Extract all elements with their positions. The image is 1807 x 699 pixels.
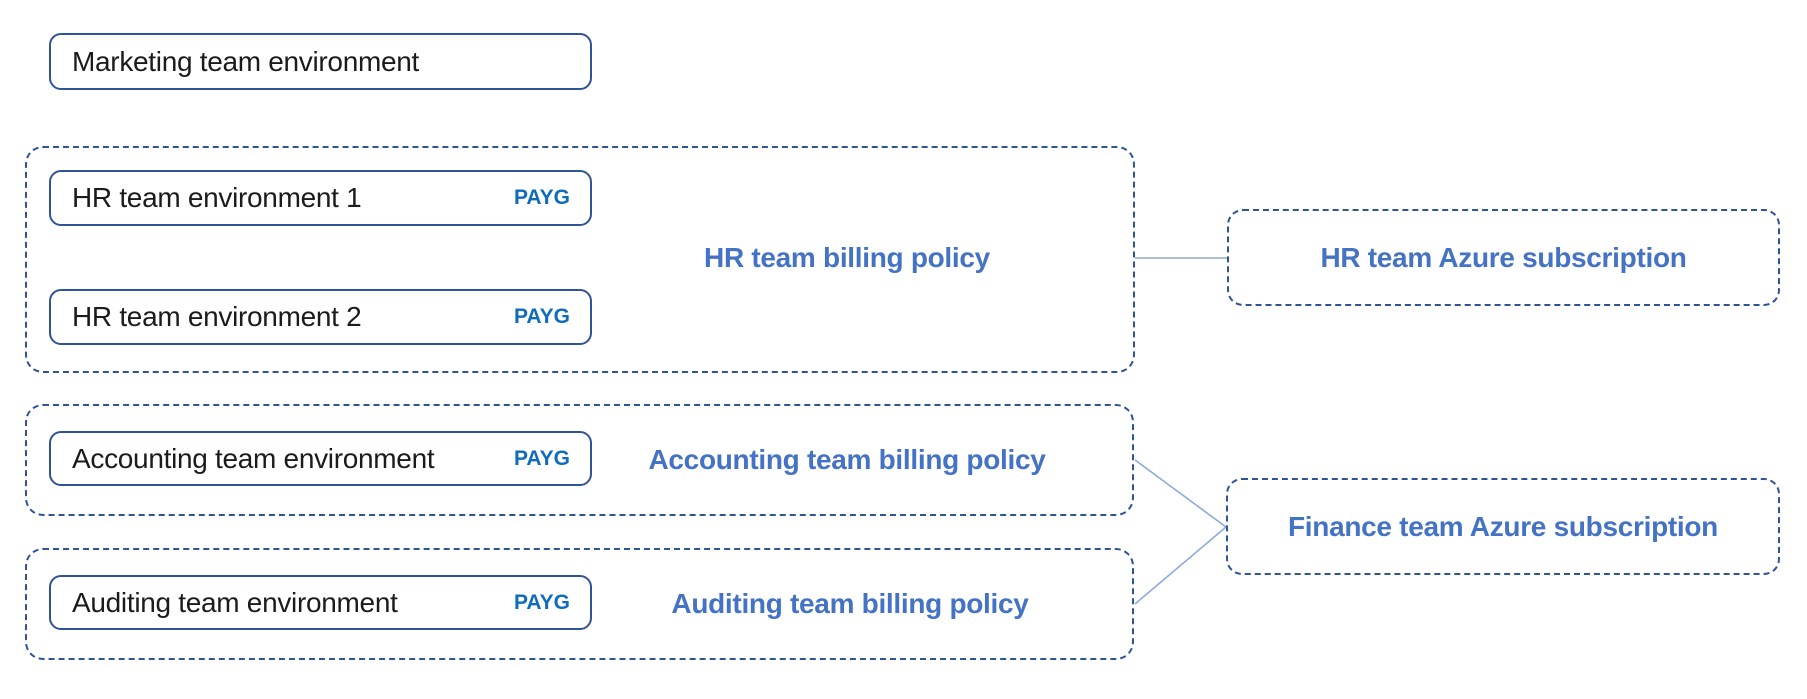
auditing-environment-box: Auditing team environment PAYG	[49, 575, 592, 630]
hr-environment-2-payg-badge: PAYG	[513, 305, 570, 328]
finance-azure-subscription-label: Finance team Azure subscription	[1288, 510, 1718, 542]
connector-accounting-policy-to-finance	[1134, 459, 1227, 528]
connector-auditing-policy-to-finance	[1134, 526, 1227, 605]
accounting-billing-policy-container	[25, 404, 1134, 516]
accounting-billing-policy-label: Accounting team billing policy	[648, 444, 1046, 475]
hr-environment-2-label: HR team environment 2	[72, 301, 362, 332]
auditing-environment-payg-badge: PAYG	[513, 590, 570, 614]
auditing-environment-label: Auditing team environment	[72, 586, 398, 618]
accounting-environment-box: Accounting team environment PAYG	[49, 431, 592, 486]
accounting-environment-label: Accounting team environment	[72, 442, 435, 474]
marketing-environment-label: Marketing team environment	[72, 45, 420, 77]
hr-environment-2-box: HR team environment 2 PAYG	[49, 289, 592, 345]
auditing-billing-policy-label: Auditing team billing policy	[671, 588, 1029, 619]
hr-billing-policy-label: HR team billing policy	[704, 242, 990, 273]
hr-azure-subscription-box: HR team Azure subscription	[1227, 209, 1780, 306]
hr-azure-subscription-label: HR team Azure subscription	[1320, 241, 1687, 273]
hr-policy-label-block: HR team billing policy	[622, 240, 1072, 276]
marketing-environment-box: Marketing team environment	[49, 33, 592, 90]
hr-environment-1-label: HR team environment 1	[72, 182, 362, 213]
accounting-environment-payg-badge: PAYG	[513, 446, 570, 470]
finance-azure-subscription-box: Finance team Azure subscription	[1226, 478, 1780, 575]
hr-environment-1-payg-badge: PAYG	[513, 186, 570, 209]
accounting-policy-label-block: Accounting team billing policy	[597, 442, 1097, 478]
auditing-policy-label-block: Auditing team billing policy	[600, 586, 1100, 622]
hr-environment-1-box: HR team environment 1 PAYG	[49, 170, 592, 226]
auditing-billing-policy-container	[25, 548, 1134, 660]
hr-billing-policy-container	[25, 146, 1135, 373]
